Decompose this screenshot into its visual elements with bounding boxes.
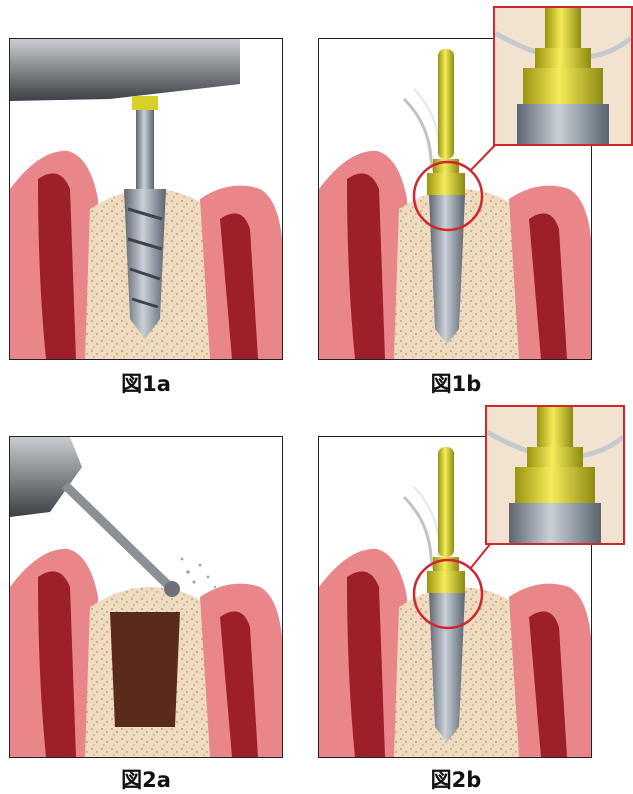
drill-in-bone-illustration: [10, 39, 282, 359]
figure-1b-magnified-inset: [493, 6, 633, 146]
figure-2a-caption: 図2a: [86, 764, 206, 794]
figure-2b-magnified-inset: [485, 405, 625, 545]
figure-2b-caption: 図2b: [396, 764, 516, 794]
figure-2a-panel: [9, 436, 283, 758]
bur-osteotomy-illustration: [10, 437, 282, 757]
abutment-detail-illustration: [495, 8, 631, 144]
figure-1a-caption: 図1a: [86, 368, 206, 398]
figure-1b-caption: 図1b: [396, 368, 516, 398]
abutment-detail-illustration-2: [487, 407, 623, 543]
figure-1a-panel: [9, 38, 283, 360]
